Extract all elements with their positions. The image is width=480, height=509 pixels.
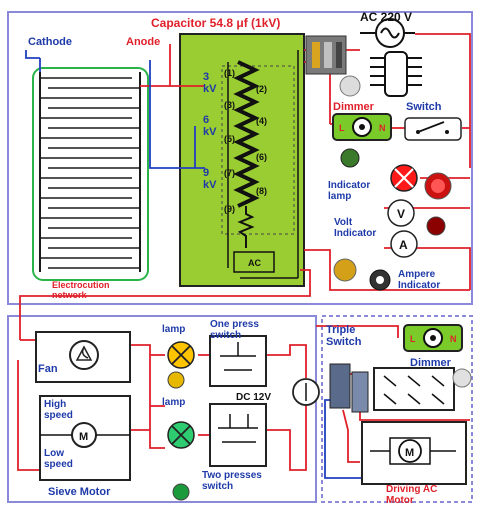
- fan-label: Fan: [38, 363, 58, 375]
- dimmer-bottom: L N: [403, 324, 463, 352]
- ac-label: AC: [248, 258, 261, 268]
- tap-label: (3): [224, 100, 235, 110]
- sieve-motor-box: [39, 395, 131, 481]
- tap-label: (5): [224, 134, 235, 144]
- tap-label: (1): [224, 68, 235, 78]
- tap-label: (9): [224, 204, 235, 214]
- indicator-lamp-symbol: [390, 164, 418, 192]
- dc-supply-label: DC 12V: [236, 392, 271, 403]
- capacitor-label: Capacitor 54.8 μf (1kV): [151, 16, 280, 30]
- lamp-yellow-photo: [167, 371, 185, 389]
- lamp-label-1: lamp: [162, 324, 185, 335]
- tap-label: (6): [256, 152, 267, 162]
- lamp-green: [167, 421, 195, 449]
- tap-label: (4): [256, 116, 267, 126]
- triple-switch-symbol: [373, 367, 455, 411]
- lamp-green-photo: [172, 483, 190, 501]
- top-panel: [7, 11, 473, 305]
- transformer: [370, 51, 422, 97]
- svg-text:L: L: [339, 123, 345, 133]
- switch-knob-photo: [452, 368, 472, 388]
- anode-label: Anode: [126, 36, 160, 48]
- ac-supply-label: AC 220 V: [360, 10, 412, 24]
- dimmer-photo: [340, 148, 360, 168]
- switch-symbol: [404, 117, 462, 141]
- cathode-label: Cathode: [28, 36, 72, 48]
- dimmer-top: L N: [332, 113, 392, 141]
- lamp-yellow: [167, 341, 195, 369]
- ac-motor-letter: M: [405, 447, 414, 459]
- svg-text:N: N: [450, 334, 457, 344]
- tap-label: (2): [256, 84, 267, 94]
- voltmeter-letter: V: [397, 207, 405, 221]
- voltmeter-photo: [426, 216, 446, 236]
- two-presses-switch: [209, 403, 267, 467]
- svg-text:N: N: [379, 123, 386, 133]
- electrocution-network: [32, 67, 149, 281]
- triple-switch-photo: [329, 363, 351, 409]
- fan-box: [35, 331, 131, 383]
- sieve-motor-letter: M: [79, 431, 88, 443]
- switch-label: Switch: [406, 101, 442, 113]
- dimmer-label: Dimmer: [333, 101, 375, 113]
- lamp-label-2: lamp: [162, 397, 185, 408]
- bottom-left-panel: [7, 315, 317, 503]
- hv-capacitor-board: [179, 33, 305, 287]
- one-press-switch: [209, 335, 267, 387]
- ammeter-photo: [333, 258, 357, 282]
- dimmer-bottom-label: Dimmer: [410, 357, 452, 369]
- voltmeter-symbol: [387, 199, 415, 227]
- sieve-motor-label: Sieve Motor: [48, 486, 111, 498]
- tap-label: (8): [256, 186, 267, 196]
- driving-ac-motor: [361, 421, 467, 485]
- switch-photo: [339, 75, 361, 97]
- ammeter-symbol: [390, 230, 418, 258]
- dc-supply: [292, 378, 320, 406]
- ac-supply: [360, 18, 415, 48]
- svg-text:L: L: [410, 334, 416, 344]
- ammeter-letter: A: [399, 238, 408, 252]
- tap-label: (7): [224, 168, 235, 178]
